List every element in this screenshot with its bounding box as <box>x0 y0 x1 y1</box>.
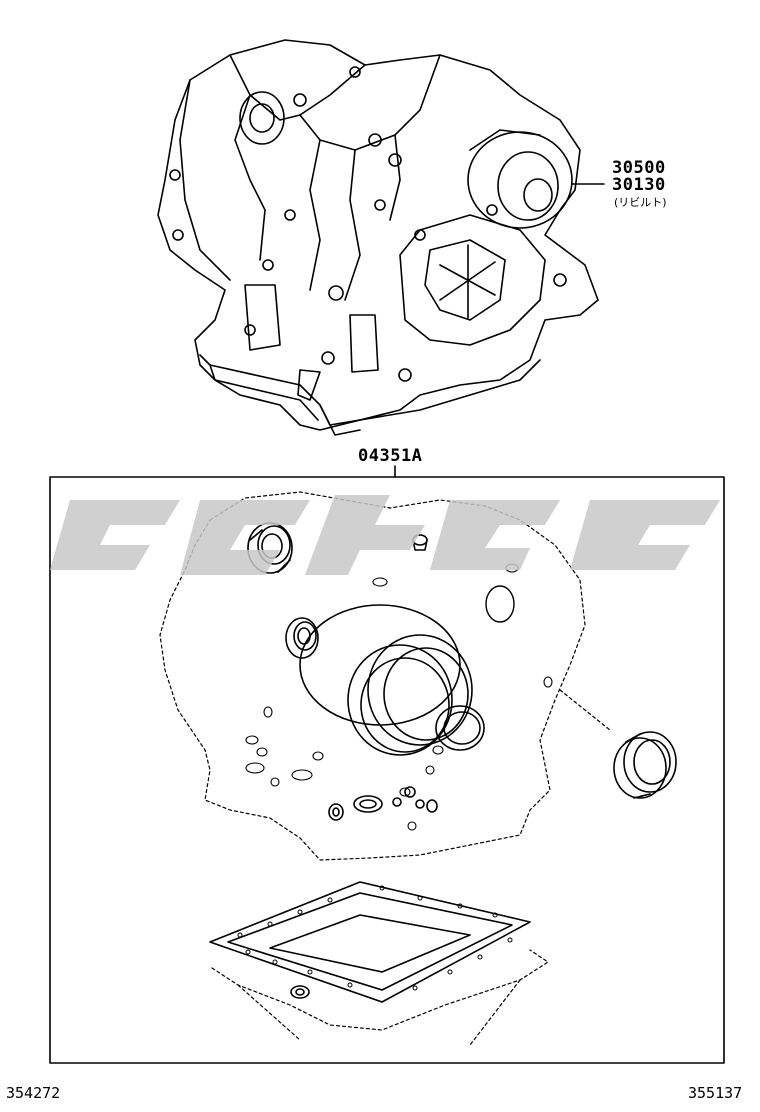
kit-part-number[interactable]: 04351A <box>358 446 423 466</box>
part-number-30500[interactable]: 30500 <box>612 158 666 178</box>
oil-seal-right <box>613 731 677 799</box>
transmission-assembly <box>157 39 605 436</box>
drain-plug-gasket <box>290 985 310 999</box>
watermark-logo <box>50 495 720 575</box>
oil-pan <box>211 949 549 1046</box>
oil-pan-gasket <box>209 881 531 1003</box>
part-number-30130[interactable]: 30130 <box>612 175 666 195</box>
o-rings <box>299 604 485 756</box>
footer-right-code: 355137 <box>688 1084 743 1102</box>
case-gasket-holes <box>245 563 553 831</box>
kit-box <box>49 476 725 1064</box>
footer-left-code: 354272 <box>6 1084 61 1102</box>
small-seals <box>328 786 438 821</box>
rebuilt-note: (リビルト) <box>614 196 667 209</box>
